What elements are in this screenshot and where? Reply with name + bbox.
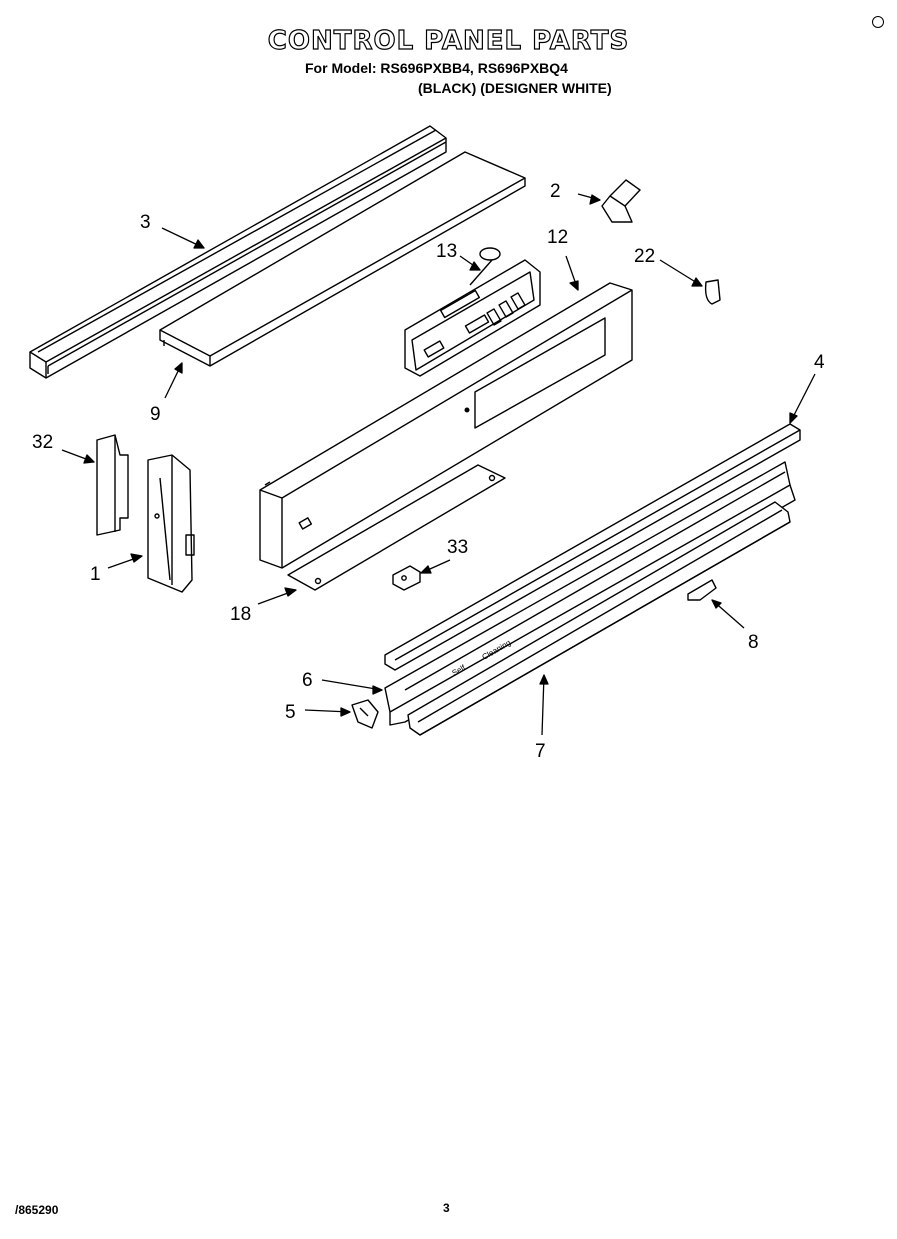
- part-12-control-panel: [259, 282, 633, 569]
- callout-2: 2: [550, 181, 561, 202]
- part-8-tab: [687, 579, 717, 601]
- corner-mark: [872, 16, 884, 28]
- part-1-end-bracket: [147, 454, 195, 593]
- callout-3: 3: [140, 212, 151, 233]
- leader-arrows: [61, 193, 816, 736]
- part-32-side-cover: [96, 434, 129, 536]
- part-9-shelf-panel: [159, 151, 526, 367]
- callout-6: 6: [302, 670, 313, 691]
- callout-5: 5: [285, 702, 296, 723]
- callout-9: 9: [150, 404, 161, 425]
- page-number: 3: [443, 1201, 450, 1215]
- document-number: /865290: [15, 1203, 59, 1217]
- callout-33: 33: [447, 537, 468, 558]
- callout-18: 18: [230, 604, 251, 625]
- part-7-lower-channel: [407, 501, 791, 736]
- callout-13: 13: [436, 241, 457, 262]
- variants-line: (BLACK) (DESIGNER WHITE): [418, 80, 612, 96]
- part-18-bracket: [287, 464, 506, 591]
- part-33-connector: [392, 565, 421, 591]
- callout-32: 32: [32, 432, 53, 453]
- part-13-control-board: [404, 247, 541, 377]
- callout-7: 7: [535, 741, 546, 762]
- callout-4: 4: [814, 352, 825, 373]
- part-4-trim-rail: [384, 423, 801, 671]
- part-22-spring-clip: [704, 279, 721, 305]
- part-6-glass-strip: [384, 461, 796, 726]
- part-3-top-channel: [29, 125, 447, 379]
- callout-12: 12: [547, 227, 568, 248]
- part-2-clip: [601, 179, 641, 223]
- model-line: For Model: RS696PXBB4, RS696PXBQ4: [305, 60, 568, 76]
- part-5-end-cap: [351, 699, 379, 729]
- page-title: CONTROL PANEL PARTS: [267, 25, 630, 56]
- callout-8: 8: [748, 632, 759, 653]
- callout-1: 1: [90, 564, 101, 585]
- callout-22: 22: [634, 246, 655, 267]
